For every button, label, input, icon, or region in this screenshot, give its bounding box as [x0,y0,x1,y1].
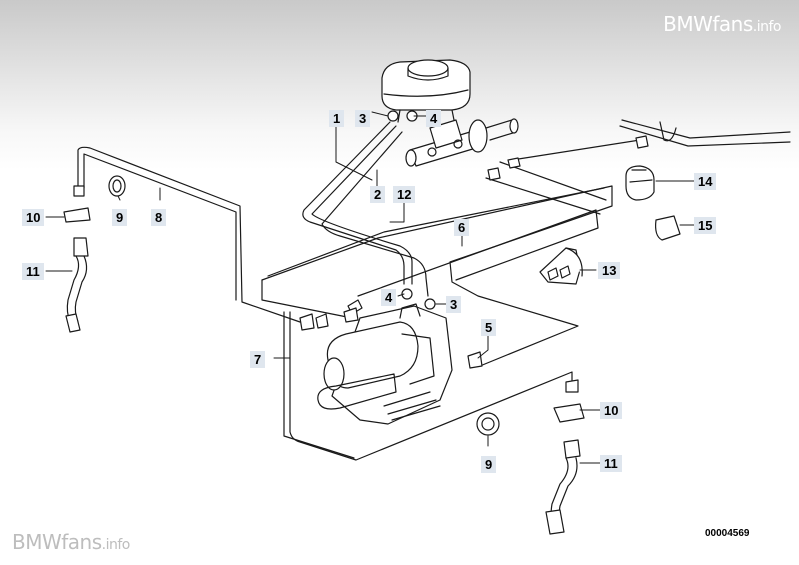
callout-11-right: 11 [600,455,622,472]
pipe-12-6 [261,139,641,367]
part-14 [625,165,655,201]
callout-9-left: 9 [112,209,128,226]
watermark-top-suffix: .info [752,19,782,35]
abs-unit [317,303,453,425]
callout-1: 1 [329,110,345,127]
callout-10-left: 10 [22,209,45,226]
callout-14: 14 [694,173,717,190]
callout-4-bottom: 4 [381,289,397,306]
watermark-bottom: BMWfans.info [12,530,130,554]
callout-7: 7 [250,351,266,368]
watermark-top: BMWfans.info [663,12,781,36]
callout-3-bottom: 3 [446,296,462,313]
watermark-bottom-brand: BMWfans [12,530,102,554]
pipe-top-right [619,119,791,147]
right-brake-hose [545,403,585,535]
watermark-bottom-suffix: .info [101,537,131,553]
callout-15: 15 [694,217,717,234]
watermark-top-brand: BMWfans [663,12,753,36]
callout-6: 6 [454,219,470,236]
callout-2: 2 [370,186,386,203]
pipe-1-2 [302,121,429,297]
callout-4-top: 4 [426,110,442,127]
callout-13: 13 [598,262,621,279]
leader-lines [45,111,695,464]
callout-9-right: 9 [481,456,497,473]
callout-11-left: 11 [22,263,44,280]
pipe-8 [77,146,301,323]
callout-10-right: 10 [600,402,623,419]
callout-5: 5 [481,319,497,336]
reservoir [381,59,471,123]
callout-12: 12 [393,186,416,203]
grommets [108,175,500,436]
part-15 [655,215,681,241]
callout-8: 8 [151,209,167,226]
master-cylinder [405,118,519,167]
part-13 [539,247,583,285]
fittings [73,110,649,393]
left-brake-hose [63,207,91,333]
callout-3-top: 3 [355,110,371,127]
pipe-7 [283,311,573,461]
document-number: 00004569 [705,528,750,539]
